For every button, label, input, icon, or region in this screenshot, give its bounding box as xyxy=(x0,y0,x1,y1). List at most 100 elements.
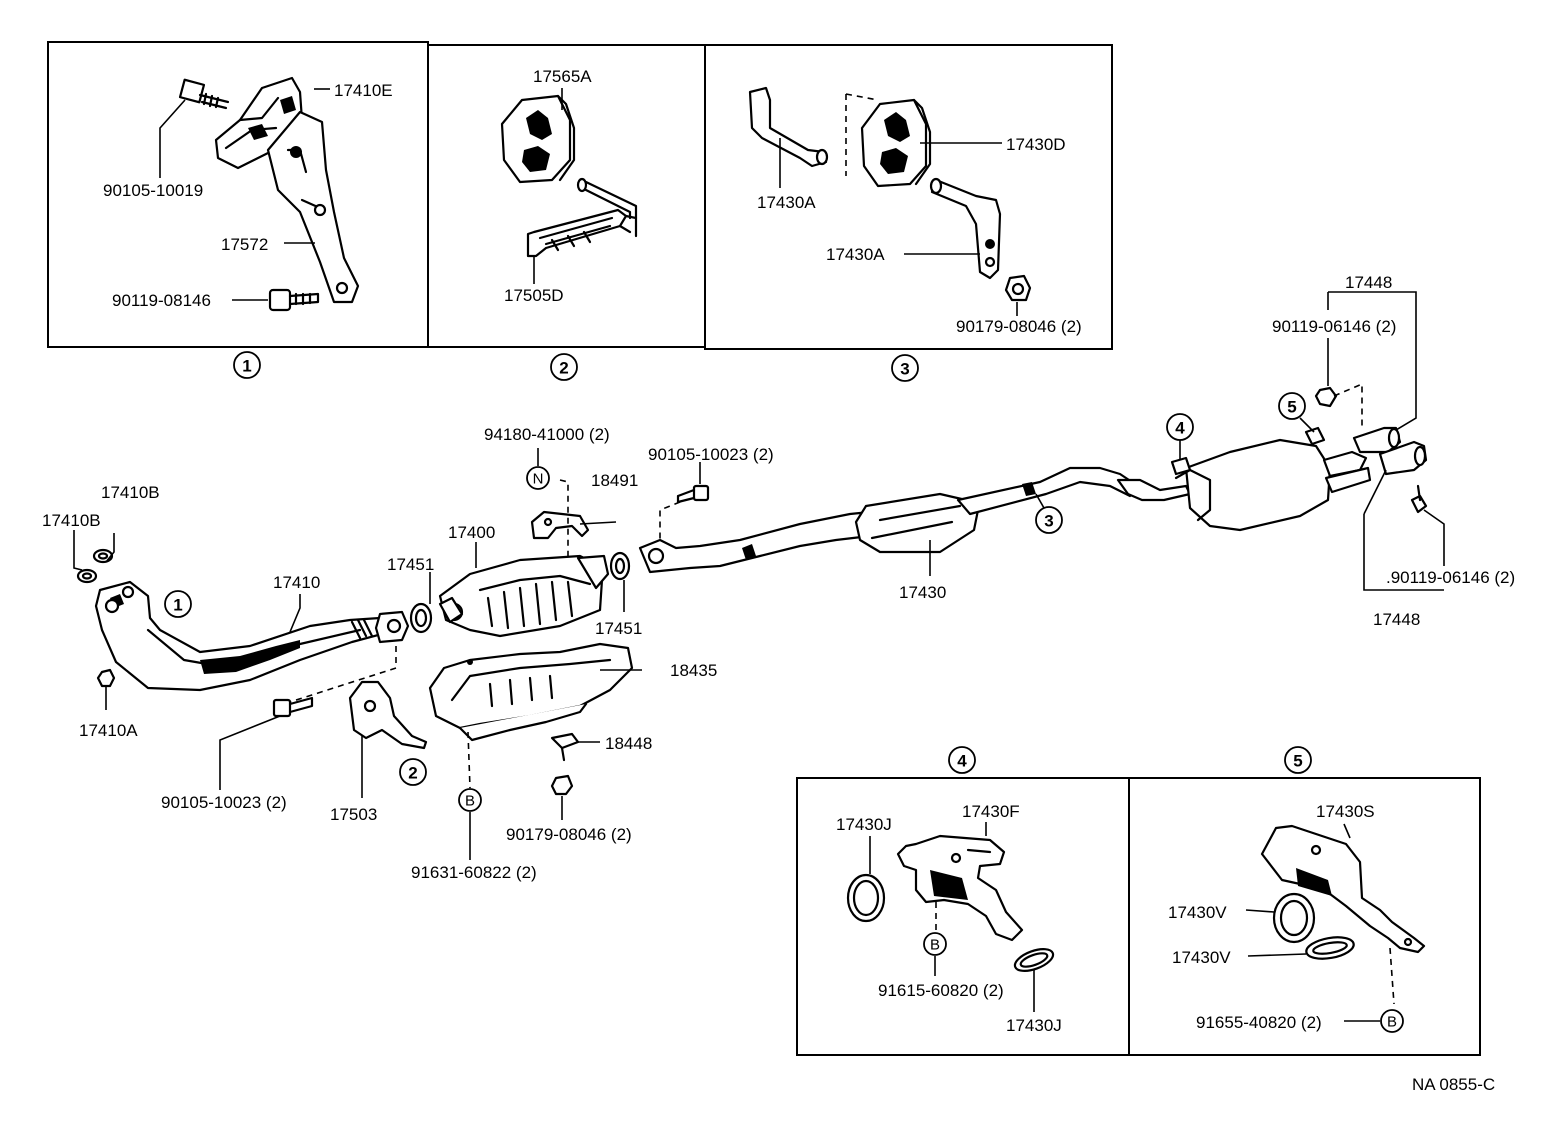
letter-n-label: N xyxy=(533,471,544,488)
box3-parts xyxy=(748,86,1032,316)
catalytic-converter-17400-icon xyxy=(438,554,610,638)
label-91631-60822: 91631-60822 (2) xyxy=(411,863,537,882)
label-17430a-bottom: 17430A xyxy=(826,245,885,264)
gasket-17430j-top-icon xyxy=(846,873,886,923)
detail-boxes-bottom: 4 5 xyxy=(796,746,1481,1056)
label-17448-top: 17448 xyxy=(1345,273,1392,292)
label-94180-41000: 94180-41000 (2) xyxy=(484,425,610,444)
label-91655-40820: 91655-40820 (2) xyxy=(1196,1013,1322,1032)
gasket-17410b-icon xyxy=(76,548,114,584)
label-17430v-b: 17430V xyxy=(1172,948,1231,967)
label-90179-08046-box3: 90179-08046 (2) xyxy=(956,317,1082,336)
label-17451-left: 17451 xyxy=(387,555,434,574)
bolt-90119-06146-right-icon xyxy=(1410,484,1428,514)
hanger-rod-17430a-top-icon xyxy=(748,86,829,168)
box4-parts: B xyxy=(846,822,1055,1012)
bracket-18491-icon xyxy=(530,510,590,540)
stud-18448-icon xyxy=(550,732,580,762)
main-muffler-icon xyxy=(1170,426,1372,532)
bolt-90105-10023-bottom-icon xyxy=(272,696,314,718)
callout-1-main-label: 1 xyxy=(173,596,182,615)
label-18435: 18435 xyxy=(670,661,717,680)
label-17430s: 17430S xyxy=(1316,802,1375,821)
label-17410b-b: 17410B xyxy=(42,511,101,530)
label-17430d: 17430D xyxy=(1006,135,1066,154)
label-90119-08146: 90119-08146 xyxy=(112,291,211,310)
bracket-17572-icon xyxy=(266,110,360,304)
letter-b-main-label: B xyxy=(465,793,475,810)
callout-2-main-label: 2 xyxy=(408,764,417,783)
label-18448: 18448 xyxy=(605,734,652,753)
gasket-17430v-b-icon xyxy=(1305,936,1355,960)
box5-parts: B xyxy=(1245,823,1426,1033)
letter-b-box5-label: B xyxy=(1387,1014,1397,1031)
callout-4-label: 4 xyxy=(957,752,967,771)
label-17430a-top: 17430A xyxy=(757,193,816,212)
label-17410b-a: 17410B xyxy=(101,483,160,502)
bracket-17430s-icon xyxy=(1260,824,1426,954)
front-pipe-17410-icon xyxy=(94,580,410,692)
letter-b-box4-label: B xyxy=(930,937,940,954)
label-17565a: 17565A xyxy=(533,67,592,86)
label-90119-06146-right: .90119-06146 (2) xyxy=(1386,568,1515,587)
detail-box-2 xyxy=(427,44,706,348)
label-17572: 17572 xyxy=(221,235,268,254)
gasket-17451-right-icon xyxy=(609,551,631,581)
label-17503: 17503 xyxy=(330,805,377,824)
box1-parts xyxy=(159,76,360,312)
callouts-main: 1 2 3 4 5 xyxy=(164,392,1315,786)
nut-17410a-icon xyxy=(96,668,116,688)
nut-90179-08046-icon xyxy=(1004,274,1032,302)
bolt-90119-08146-icon xyxy=(268,288,320,312)
bracket-17505d-icon xyxy=(526,177,638,258)
label-17451-right: 17451 xyxy=(595,619,642,638)
tail-extension-17448-bottom-icon xyxy=(1378,440,1428,476)
callout-2-label: 2 xyxy=(559,359,568,378)
main-assembly: N B xyxy=(73,291,1445,860)
label-17430f: 17430F xyxy=(962,802,1020,821)
label-90105-10019: 90105-10019 xyxy=(103,181,203,200)
label-90105-10023-top: 90105-10023 (2) xyxy=(648,445,774,464)
label-90119-06146-top: 90119-06146 (2) xyxy=(1272,317,1396,336)
label-17430j-top: 17430J xyxy=(836,815,892,834)
label-17448-bottom: 17448 xyxy=(1373,610,1420,629)
hanger-rod-17430a-bottom-icon xyxy=(929,177,1002,280)
gasket-17451-left-icon xyxy=(409,602,433,634)
gasket-17430v-a-icon xyxy=(1272,892,1316,944)
label-17430v-a: 17430V xyxy=(1168,903,1227,922)
label-17410a: 17410A xyxy=(79,721,138,740)
rubber-mount-17430d-icon xyxy=(860,98,932,188)
bolt-90105-10023-top-icon xyxy=(676,484,710,504)
detail-box-3 xyxy=(704,44,1113,350)
label-17430j-bottom: 17430J xyxy=(1006,1016,1062,1035)
label-17410: 17410 xyxy=(273,573,320,592)
detail-boxes-top xyxy=(47,41,1113,350)
callout-4-main-label: 4 xyxy=(1175,419,1185,438)
label-17430: 17430 xyxy=(899,583,946,602)
bolt-90119-06146-top-icon xyxy=(1314,386,1338,408)
heat-insulator-18435-icon xyxy=(428,642,634,742)
label-17410e: 17410E xyxy=(334,81,393,100)
label-17400: 17400 xyxy=(448,523,495,542)
callout-5-label: 5 xyxy=(1293,752,1302,771)
rubber-mount-17565a-icon xyxy=(500,94,576,184)
label-90105-10023-bottom: 90105-10023 (2) xyxy=(161,793,287,812)
callouts-top: 1 2 3 xyxy=(233,351,919,382)
gasket-17430j-bottom-icon xyxy=(1013,948,1055,972)
tail-extension-17448-top-icon xyxy=(1352,426,1402,454)
callout-3-main-label: 3 xyxy=(1044,512,1053,531)
figure-id: NA 0855-C xyxy=(1412,1075,1495,1094)
part-labels: 17410E 90105-10019 17572 90119-08146 175… xyxy=(42,67,1515,1094)
callout-3-label: 3 xyxy=(900,360,909,379)
label-90179-08046-bottom: 90179-08046 (2) xyxy=(506,825,632,844)
nut-90179-08046-bottom-icon xyxy=(550,774,574,796)
label-91615-60820: 91615-60820 (2) xyxy=(878,981,1004,1000)
bracket-17430f-icon xyxy=(896,834,1024,942)
bracket-17503-icon xyxy=(348,680,428,750)
label-18491: 18491 xyxy=(591,471,638,490)
detail-box-5 xyxy=(1128,777,1481,1056)
label-17505d: 17505D xyxy=(504,286,564,305)
center-pipe-17430-icon xyxy=(638,466,1192,574)
box2-parts xyxy=(500,88,638,284)
